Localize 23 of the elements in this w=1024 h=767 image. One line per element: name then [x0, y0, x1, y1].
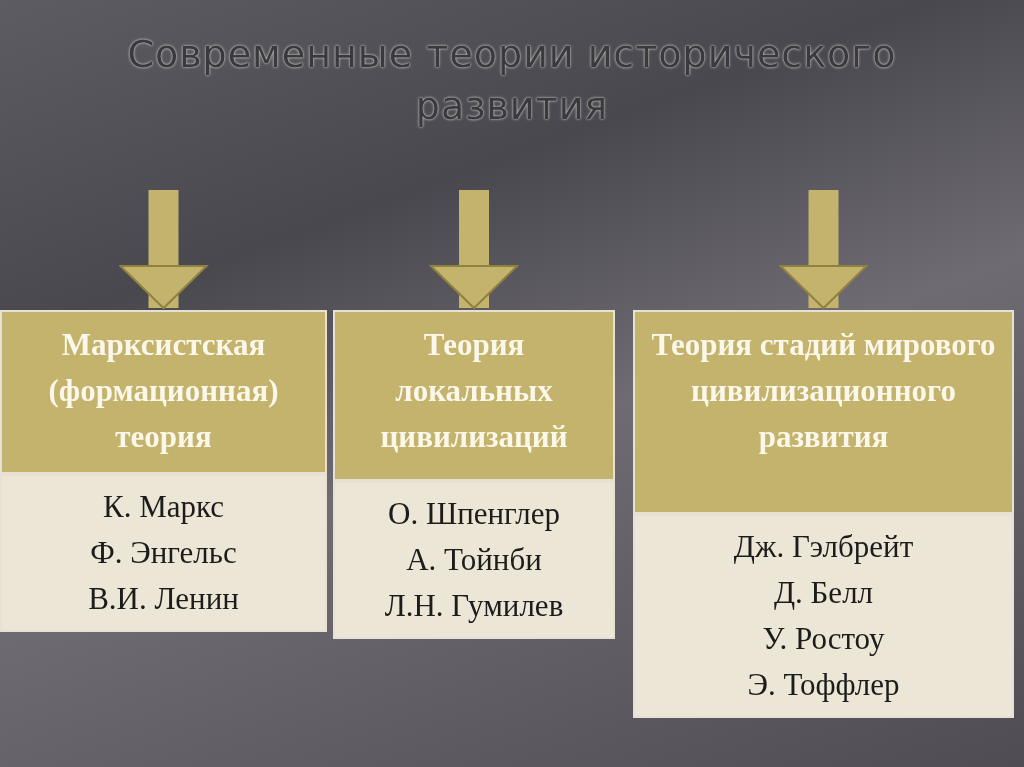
author-name: К. Маркс	[102, 488, 225, 526]
theory-name: Марксистская (формационная) теория	[47, 326, 280, 456]
theory-header-box	[0, 310, 327, 474]
down-arrow	[779, 190, 868, 309]
author-name: А. Тойнби	[406, 541, 542, 579]
down-arrow	[119, 190, 208, 309]
author-name: Э. Тоффлер	[747, 666, 900, 704]
authors-box	[633, 514, 1014, 718]
author-name: Ф. Энгельс	[90, 534, 237, 572]
slide-title: Современные теории исторического развития	[126, 31, 898, 130]
down-arrow	[430, 190, 518, 309]
theory-name: Теория локальных цивилизаций	[379, 326, 569, 456]
theory-header-box	[333, 310, 615, 481]
author-name: О. Шпенглер	[388, 495, 560, 533]
author-name: Л.Н. Гумилев	[384, 587, 564, 625]
theory-name: Теория стадий мирового цивилизационного развития	[650, 326, 997, 456]
author-name: В.И. Ленин	[88, 580, 239, 618]
authors-box	[333, 481, 615, 639]
author-name: Д. Белл	[773, 574, 874, 612]
author-name: У. Ростоу	[762, 620, 885, 658]
theory-header-box	[633, 310, 1014, 514]
author-name: Дж. Гэлбрейт	[733, 528, 914, 566]
authors-box	[0, 474, 327, 632]
